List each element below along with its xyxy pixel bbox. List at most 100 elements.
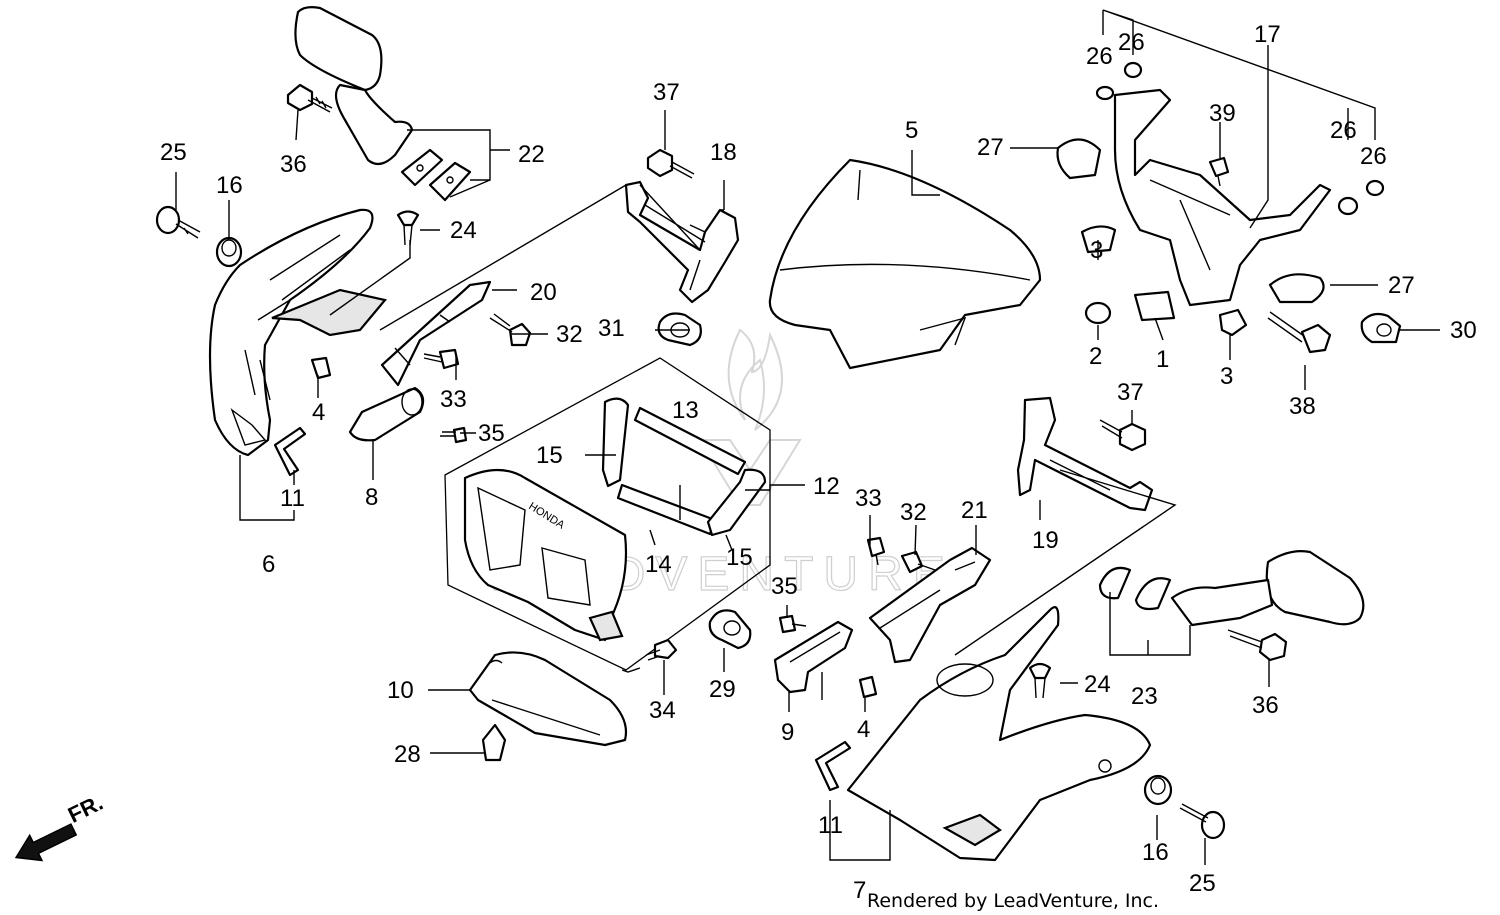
- callout-39: 39: [1209, 100, 1236, 127]
- left-side-cowl-drawing: [208, 208, 388, 457]
- left-mirror-drawing: [294, 6, 472, 202]
- clamp-31-drawing: [657, 312, 702, 347]
- callout-33-a: 33: [440, 386, 467, 413]
- screw-35-lower-drawing: [778, 614, 807, 634]
- inner-panel-20-drawing: [380, 280, 492, 387]
- callout-14: 14: [645, 551, 672, 578]
- callout-23: 23: [1131, 683, 1158, 710]
- callout-38: 38: [1289, 393, 1316, 420]
- stay-17-drawing: [1113, 88, 1332, 307]
- callout-16-b: 16: [1142, 839, 1169, 866]
- bolt-33-lower-drawing: [866, 536, 886, 566]
- callout-8: 8: [365, 484, 378, 511]
- callout-33-b: 33: [855, 485, 882, 512]
- callout-11-b: 11: [818, 812, 843, 839]
- bolt-36-left-drawing: [286, 83, 333, 113]
- duct-9-drawing: [773, 620, 854, 700]
- inner-panel-21-drawing: [868, 546, 992, 664]
- callout-31: 31: [598, 315, 625, 342]
- callout-2: 2: [1089, 343, 1102, 370]
- screw-24-left-drawing: [396, 210, 420, 246]
- bolt-32-upper-drawing: [489, 313, 532, 347]
- callout-27-b: 27: [1388, 272, 1415, 299]
- rivet-28-drawing: [481, 723, 507, 762]
- callout-36-b: 36: [1252, 692, 1279, 719]
- bolt-25-left-drawing: [155, 205, 201, 239]
- callout-15-b: 15: [726, 544, 753, 571]
- callout-29: 29: [709, 676, 736, 703]
- callout-11-a: 11: [280, 485, 305, 512]
- bracket-19-drawing: [1016, 396, 1154, 512]
- callout-24-b: 24: [1084, 671, 1111, 698]
- frame-12-outline: [444, 357, 771, 671]
- bracket-18-drawing: [624, 180, 740, 304]
- callout-24-a: 24: [450, 217, 477, 244]
- callout-19: 19: [1032, 527, 1059, 554]
- callout-4-a: 4: [312, 399, 325, 426]
- bolt-37-lower-drawing: [1099, 419, 1147, 452]
- callout-25-b: 25: [1189, 870, 1216, 897]
- callout-22: 22: [518, 141, 545, 168]
- grommet-16-right-drawing: [1143, 774, 1173, 806]
- windscreen-5-drawing: [768, 158, 1042, 370]
- callout-16-a: 16: [216, 172, 243, 199]
- callout-15-a: 15: [536, 442, 563, 469]
- callout-30: 30: [1450, 317, 1477, 344]
- callout-5: 5: [905, 117, 918, 144]
- screw-24-right-drawing: [1028, 662, 1052, 699]
- duct-8-drawing: [348, 386, 425, 442]
- callout-36-a: 36: [280, 151, 307, 178]
- nuts-26-drawing: [1095, 61, 1385, 216]
- callout-32-a: 32: [556, 321, 583, 348]
- bolt-32-lower-drawing: [900, 550, 936, 574]
- wire-11-left-drawing: [273, 426, 307, 477]
- clip-4-left-drawing: [310, 356, 332, 380]
- callout-26-b: 26: [1118, 29, 1145, 56]
- front-direction-label: FR.: [64, 790, 107, 828]
- callout-numbers: 1 2 3 3 4 4 5 6 7 8 9 10 11 11 12 13 14 …: [160, 21, 1477, 904]
- clamp-30-drawing: [1360, 312, 1402, 344]
- seal-strips-drawing: [601, 397, 767, 537]
- callout-10: 10: [387, 677, 414, 704]
- right-side-cowl-drawing: [846, 606, 1152, 862]
- callout-17: 17: [1254, 21, 1281, 48]
- screw-35-upper-drawing: [440, 426, 468, 444]
- wire-11-lower-drawing: [814, 740, 852, 792]
- bolt-37-upper-drawing: [646, 148, 695, 179]
- right-mirror-drawing: [1098, 550, 1365, 627]
- callout-34: 34: [649, 697, 676, 724]
- callout-32-b: 32: [900, 499, 927, 526]
- callout-7: 7: [853, 877, 866, 904]
- callout-37-a: 37: [653, 79, 680, 106]
- bolt-36-right-drawing: [1227, 629, 1288, 662]
- callout-20: 20: [530, 279, 557, 306]
- callout-25-a: 25: [160, 139, 187, 166]
- bolt-34-drawing: [645, 638, 678, 661]
- callout-26-c: 26: [1330, 117, 1357, 144]
- callout-26-a: 26: [1086, 43, 1113, 70]
- callout-6: 6: [262, 551, 275, 578]
- grommet-16-left-drawing: [215, 236, 243, 268]
- front-direction-arrow-icon: FR.: [14, 790, 107, 862]
- small-parts-3-1-2-39-drawing: [1080, 156, 1248, 337]
- callout-18: 18: [710, 139, 737, 166]
- bolt-33-upper-drawing: [423, 348, 460, 370]
- callout-37-b: 37: [1117, 379, 1144, 406]
- front-panel-honda-drawing: HONDA: [463, 468, 628, 642]
- cover-10-drawing: [468, 651, 628, 747]
- callout-27-a: 27: [977, 134, 1004, 161]
- callout-1: 1: [1156, 346, 1169, 373]
- callout-35-b: 35: [771, 573, 798, 600]
- clamp-27-drawing: [1056, 138, 1325, 304]
- callout-35-a: 35: [478, 420, 505, 447]
- callout-26-d: 26: [1360, 143, 1387, 170]
- callout-12: 12: [813, 473, 840, 500]
- rendered-by-credit: Rendered by LeadVenture, Inc.: [867, 890, 1159, 912]
- bolt-38-drawing: [1267, 311, 1332, 354]
- callout-3-b: 3: [1220, 363, 1233, 390]
- callout-13: 13: [672, 397, 699, 424]
- bolt-25-right-drawing: [1179, 803, 1226, 840]
- callout-3-a: 3: [1090, 237, 1103, 264]
- callout-21: 21: [961, 497, 988, 524]
